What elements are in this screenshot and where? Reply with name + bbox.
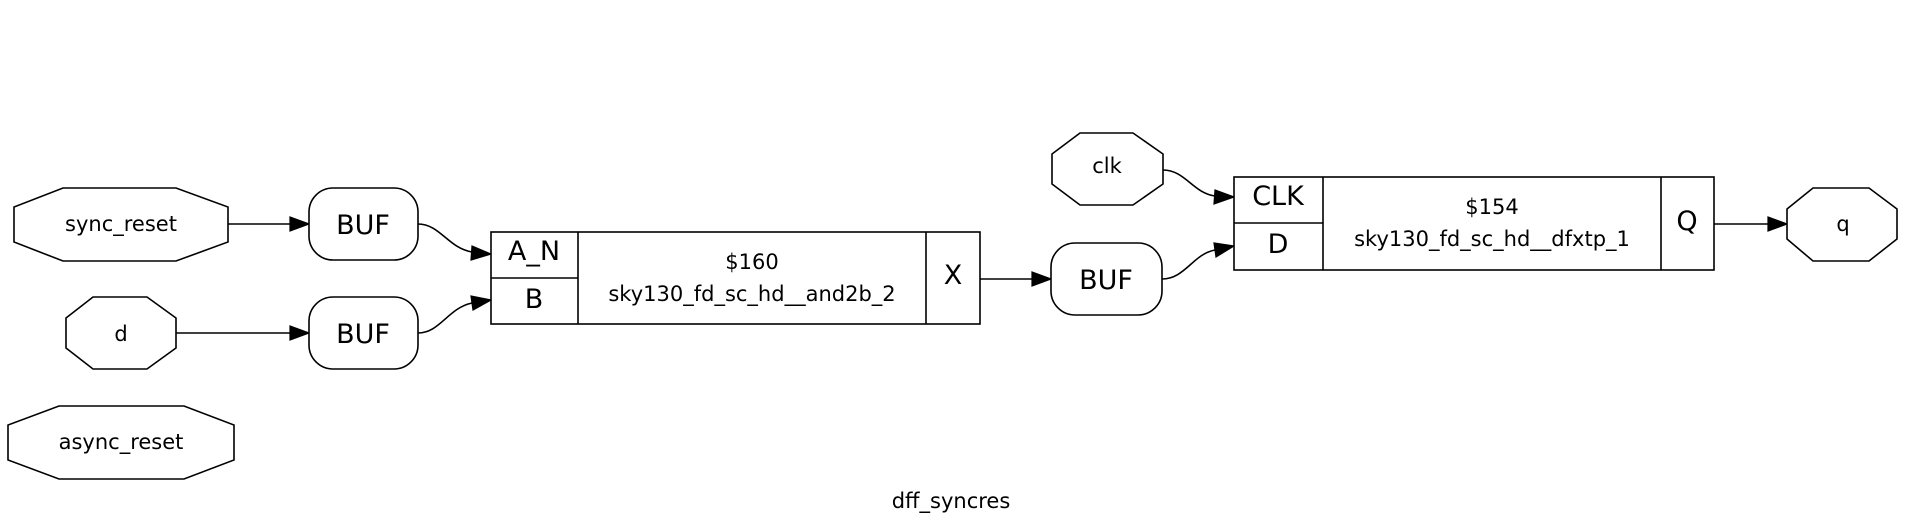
port-sync-reset-label: sync_reset [65, 212, 177, 237]
port-d: d [65, 296, 177, 370]
and-cell-pin-b: B [525, 284, 544, 315]
arrow-buf1-in [289, 216, 311, 232]
dff-cell-name: $154 [1465, 195, 1518, 219]
dff-cell-pin-d: D [1268, 229, 1289, 260]
arrow-dff-d-in [1213, 242, 1236, 258]
arrow-and-a-in [470, 245, 493, 261]
port-q-label: q [1836, 212, 1849, 236]
buffer-and-out: BUF [1050, 242, 1163, 316]
arrow-and-b-in [470, 295, 493, 311]
buffer-d-label: BUF [336, 319, 390, 350]
buffer-sync-reset-shape [308, 187, 419, 261]
diagram-title: dff_syncres [892, 489, 1011, 514]
port-clk-shape [1051, 132, 1164, 206]
arrow-buf3-in [1031, 271, 1053, 287]
and-cell-name: $160 [725, 250, 778, 274]
buffer-sync-reset-label: BUF [336, 210, 390, 241]
port-async-reset-shape [7, 405, 235, 480]
port-async-reset-label: async_reset [59, 430, 184, 455]
port-clk-label: clk [1092, 154, 1122, 178]
port-q: q [1786, 187, 1898, 262]
and-cell: A_N B $160 sky130_fd_sc_hd__and2b_2 X [490, 231, 981, 325]
dff-cell-type: sky130_fd_sc_hd__dfxtp_1 [1354, 227, 1630, 252]
wire-buf1-to-and-a [417, 223, 473, 253]
port-d-shape [65, 296, 177, 370]
and-cell-pin-a-n: A_N [508, 236, 560, 267]
port-clk: clk [1051, 132, 1164, 206]
wire-clk-to-dff-clk [1162, 169, 1216, 197]
buffer-d-shape [308, 296, 419, 370]
dff-cell-pin-clk: CLK [1252, 181, 1305, 212]
and-cell-pin-x: X [944, 260, 963, 291]
arrow-buf2-in [289, 325, 311, 341]
wire-buf2-to-and-b [417, 302, 473, 334]
dff-cell-pin-q: Q [1676, 206, 1697, 237]
and-cell-type: sky130_fd_sc_hd__and2b_2 [608, 282, 895, 307]
wire-buf3-to-dff-d [1161, 249, 1216, 280]
port-sync-reset: sync_reset [13, 187, 229, 262]
buffer-d: BUF [308, 296, 419, 370]
buffer-sync-reset: BUF [308, 187, 419, 261]
port-d-label: d [114, 322, 127, 346]
arrow-q-in [1767, 216, 1789, 232]
buffer-and-out-label: BUF [1079, 265, 1133, 296]
port-async-reset: async_reset [7, 405, 235, 480]
wires [176, 169, 1789, 341]
arrow-dff-clk-in [1213, 189, 1236, 205]
port-q-shape [1786, 187, 1898, 262]
buffer-and-out-shape [1050, 242, 1163, 316]
port-sync-reset-shape [13, 187, 229, 262]
dff-cell: CLK D $154 sky130_fd_sc_hd__dfxtp_1 Q [1233, 176, 1715, 271]
